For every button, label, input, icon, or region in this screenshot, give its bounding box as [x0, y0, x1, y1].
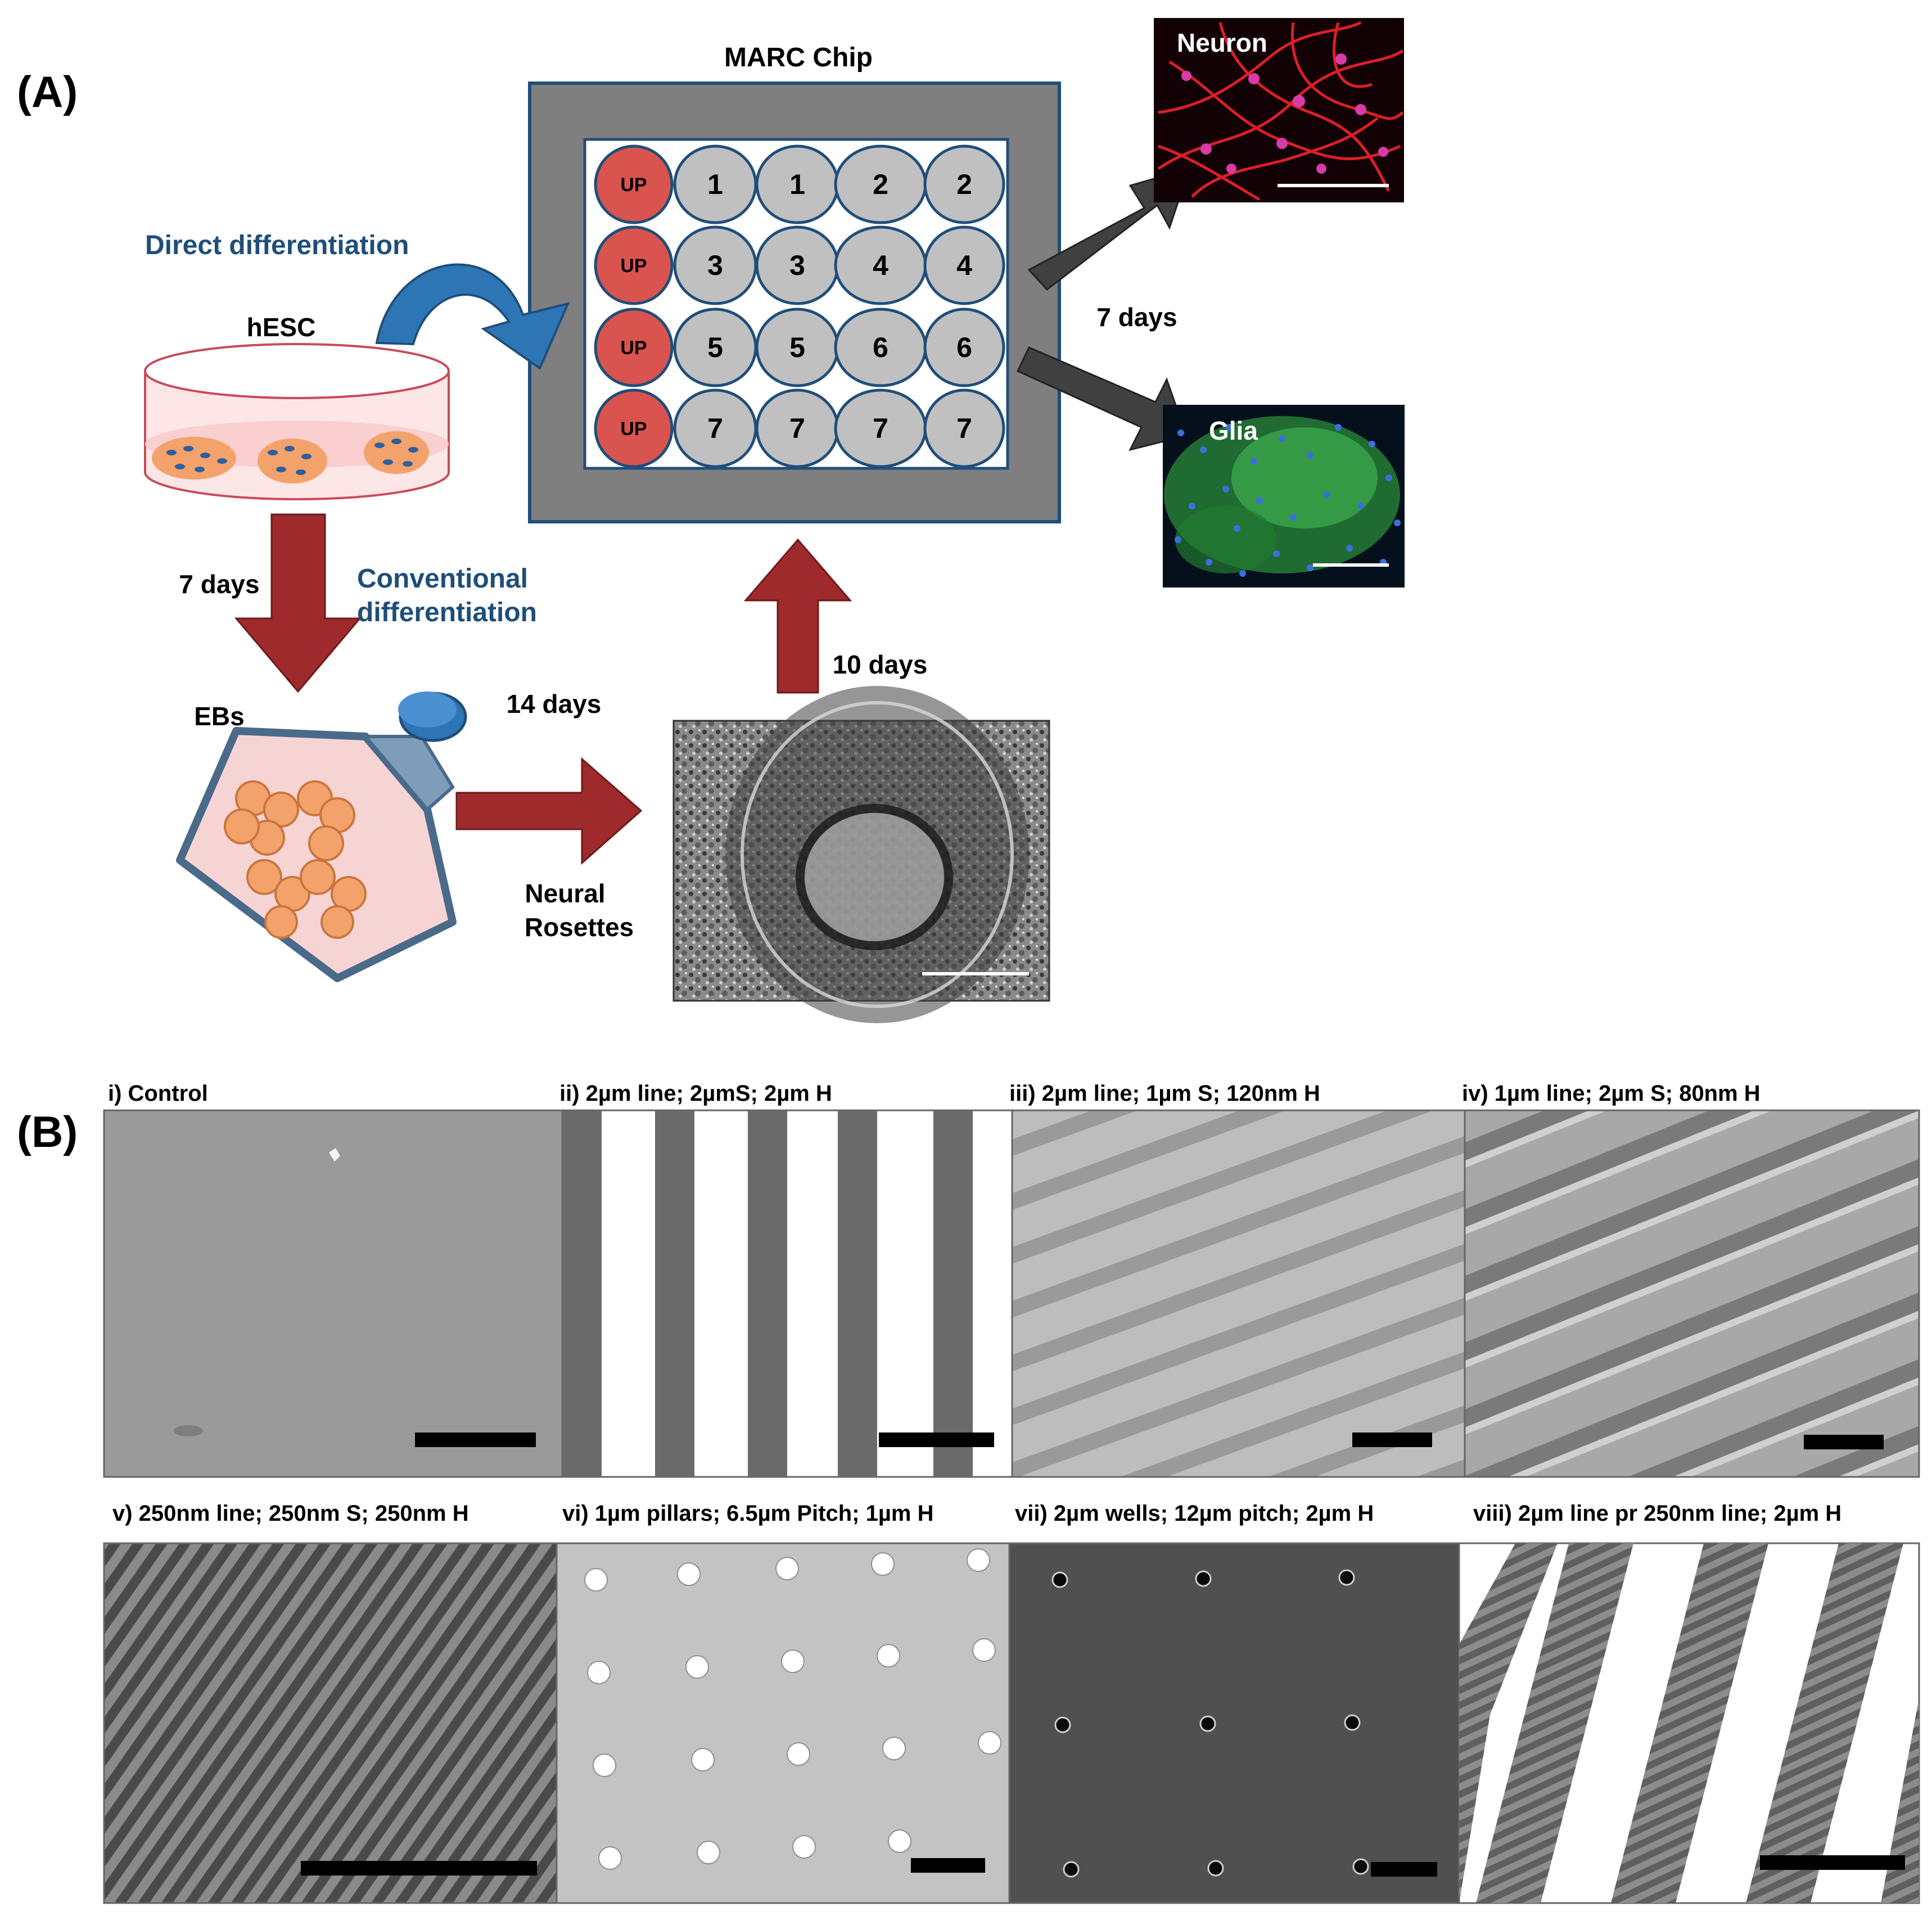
eb-flask	[176, 692, 467, 982]
well-number: 2	[873, 169, 888, 200]
hesc-label: hESC	[247, 313, 316, 342]
well-number: 1	[707, 169, 723, 200]
sem-caption-vii: vii) 2µm wells; 12µm pitch; 2µm H	[1015, 1501, 1374, 1526]
sem-image-250nm-line	[103, 1542, 558, 1904]
scale-bar	[301, 1861, 537, 1876]
svg-text:vii) 2µm wells; 12µm pitch; 2µ: vii) 2µm wells; 12µm pitch; 2µm H	[1015, 1501, 1374, 1526]
sem-image-1um-line-80nm	[1464, 1109, 1920, 1478]
sem-caption-viii: viii) 2µm line pr 250nm line; 2µm H	[1473, 1501, 1841, 1526]
well-number: 4	[956, 250, 972, 281]
scale-bar	[1371, 1862, 1437, 1877]
sem-image-wells	[1008, 1542, 1460, 1904]
chip-title: MARC Chip	[724, 43, 873, 73]
panel-a-label: (A)	[17, 67, 78, 116]
numbered-well	[923, 308, 1005, 387]
sem-caption-v: v) 250nm line; 250nm S; 250nm H	[112, 1501, 469, 1526]
scale-bar	[879, 1433, 994, 1447]
well-number: 6	[873, 332, 888, 363]
rosette-arrow	[455, 757, 643, 865]
cell-colony	[258, 439, 327, 483]
svg-text:ii) 2µm line; 2µmS; 2µm H: ii) 2µm line; 2µmS; 2µm H	[559, 1081, 832, 1106]
sem-caption-i: i) Control	[108, 1081, 208, 1106]
ten-days-up-arrow	[743, 538, 852, 694]
seven-days-right-label: 7 days	[1096, 302, 1177, 332]
sem-caption-iv: iv) 1µm line; 2µm S; 80nm H	[1462, 1081, 1761, 1106]
scale-bar	[1760, 1855, 1905, 1870]
well-number: 7	[873, 413, 888, 444]
seven-days-left-label: 7 days	[179, 570, 259, 599]
sem-image-pillars	[556, 1542, 1010, 1904]
neural-rosette-image	[672, 686, 1050, 1023]
cell-colony	[152, 437, 236, 480]
well-number: 7	[707, 413, 723, 444]
svg-text:iv) 1µm line; 2µm S; 80nm H: iv) 1µm line; 2µm S; 80nm H	[1462, 1081, 1761, 1106]
numbered-well	[923, 225, 1005, 305]
up-well	[594, 144, 674, 224]
up-well	[594, 225, 674, 305]
fourteen-days-label: 14 days	[507, 689, 602, 718]
svg-text:v) 250nm line; 250nm S; 250nm: v) 250nm line; 250nm S; 250nm H	[112, 1501, 469, 1526]
svg-text:vi) 1µm pillars; 6.5µm Pitch;: vi) 1µm pillars; 6.5µm Pitch; 1µm H	[562, 1501, 933, 1526]
svg-text:i) Control: i) Control	[108, 1081, 208, 1106]
glia-arrow	[1016, 346, 1188, 451]
scale-bar	[415, 1433, 536, 1447]
glia-label: Glia	[1209, 416, 1258, 445]
direct-differentiation-arrow	[375, 263, 570, 370]
neuron-label: Neuron	[1177, 28, 1267, 57]
up-well	[594, 308, 674, 387]
well-number: 3	[707, 250, 723, 281]
scale-bar	[1804, 1435, 1884, 1449]
panel-b-label: (B)	[17, 1107, 78, 1156]
sem-image-2um-line-pr-250nm	[1458, 1542, 1920, 1904]
neural-rosettes-label-2: Rosettes	[525, 912, 634, 942]
up-well-label: UP	[620, 255, 647, 277]
sem-caption-vi: vi) 1µm pillars; 6.5µm Pitch; 1µm H	[562, 1501, 933, 1526]
ten-days-label: 10 days	[833, 650, 928, 679]
neuron-image: Neuron	[1154, 18, 1404, 202]
conventional-label-2: differentiation	[357, 598, 537, 627]
well-number: 6	[956, 332, 972, 363]
svg-text:viii) 2µm line pr 250nm line;: viii) 2µm line pr 250nm line; 2µm H	[1473, 1501, 1841, 1526]
well-number: 4	[873, 250, 888, 281]
well-number: 5	[707, 332, 723, 363]
neural-rosettes-label-1: Neural	[525, 879, 605, 908]
sem-caption-ii: ii) 2µm line; 2µmS; 2µm H	[559, 1081, 832, 1106]
well-number: 7	[789, 413, 805, 444]
numbered-well	[923, 388, 1005, 468]
hesc-dish	[144, 343, 450, 500]
well-number: 1	[789, 169, 805, 200]
sem-caption-iii: iii) 2µm line; 1µm S; 120nm H	[1009, 1081, 1320, 1106]
well-number: 3	[789, 250, 805, 281]
up-well-label: UP	[620, 174, 647, 196]
sem-image-2um-line	[561, 1109, 1013, 1478]
direct-differentiation-label: Direct differentiation	[145, 231, 409, 260]
svg-text:iii) 2µm line; 1µm S; 120nm H: iii) 2µm line; 1µm S; 120nm H	[1009, 1081, 1320, 1106]
numbered-well	[923, 144, 1005, 224]
conventional-down-arrow	[234, 513, 362, 693]
scale-bar	[1352, 1433, 1432, 1447]
glia-image: Glia	[1163, 405, 1405, 588]
sem-image-2um-line-120nm	[1011, 1109, 1466, 1478]
conventional-label-1: Conventional	[357, 564, 528, 594]
sem-image-control	[103, 1109, 563, 1478]
up-well-label: UP	[620, 418, 647, 440]
ebs-label: EBs	[194, 702, 244, 731]
cell-colony	[364, 431, 429, 474]
well-number: 7	[956, 413, 972, 444]
up-well-label: UP	[620, 337, 647, 359]
up-well	[594, 388, 674, 468]
scale-bar	[911, 1858, 985, 1873]
well-number: 2	[956, 169, 972, 200]
well-number: 5	[789, 332, 805, 363]
